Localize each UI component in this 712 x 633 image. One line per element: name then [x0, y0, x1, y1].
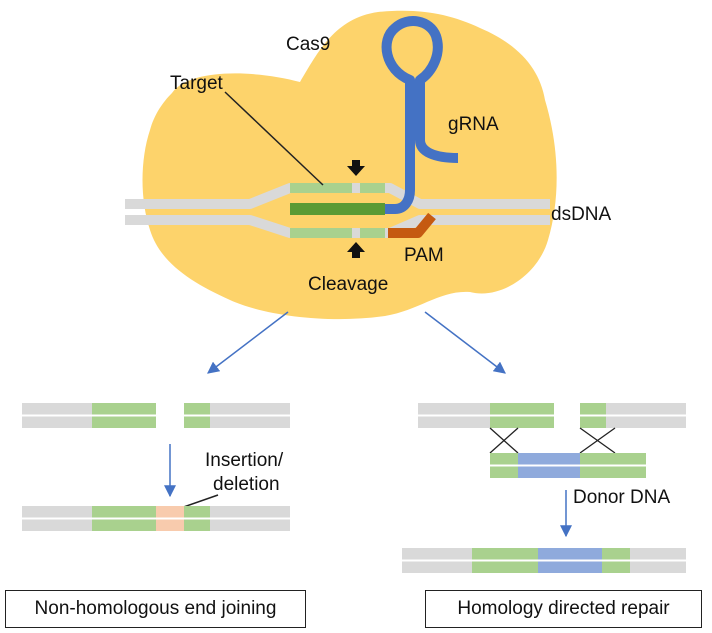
- target-pointer: [224, 91, 324, 186]
- label-insertion-line2: deletion: [213, 474, 280, 495]
- label-target: Target: [170, 73, 224, 94]
- label-donor-dna: Donor DNA: [573, 487, 670, 508]
- nhej-pathway-label: Non-homologous end joining: [5, 590, 306, 628]
- target-strand-left: [290, 183, 352, 193]
- label-cleavage: Cleavage: [308, 274, 388, 295]
- hdr-cleaved-dna: [418, 403, 686, 428]
- homology-crossover-lines: [489, 427, 616, 454]
- arrow-to-hdr: [424, 311, 506, 374]
- donor-dna: [490, 453, 646, 478]
- cas9-protein: [142, 10, 557, 320]
- complement-strand-right: [360, 228, 385, 238]
- target-strand-right: [360, 183, 385, 193]
- cleavage-arrow-bottom-icon: [347, 242, 365, 258]
- label-grna: gRNA: [448, 114, 499, 135]
- guide-spacer: [290, 203, 385, 215]
- grna-strand: [381, 16, 459, 214]
- hdr-pathway-label: Homology directed repair: [425, 590, 702, 628]
- pam-site: [388, 212, 436, 238]
- cleavage-arrow-top-icon: [347, 160, 365, 176]
- hdr-repaired-dna: [402, 548, 686, 573]
- nhej-repaired-dna: [22, 506, 290, 531]
- nhej-cleaved-dna: [22, 403, 290, 428]
- label-dsdna: dsDNA: [551, 204, 612, 225]
- label-pam: PAM: [404, 245, 444, 266]
- arrow-to-nhej: [207, 311, 289, 374]
- complement-strand-left: [290, 228, 352, 238]
- label-cas9: Cas9: [286, 34, 330, 55]
- label-insertion-line1: Insertion/: [205, 450, 284, 471]
